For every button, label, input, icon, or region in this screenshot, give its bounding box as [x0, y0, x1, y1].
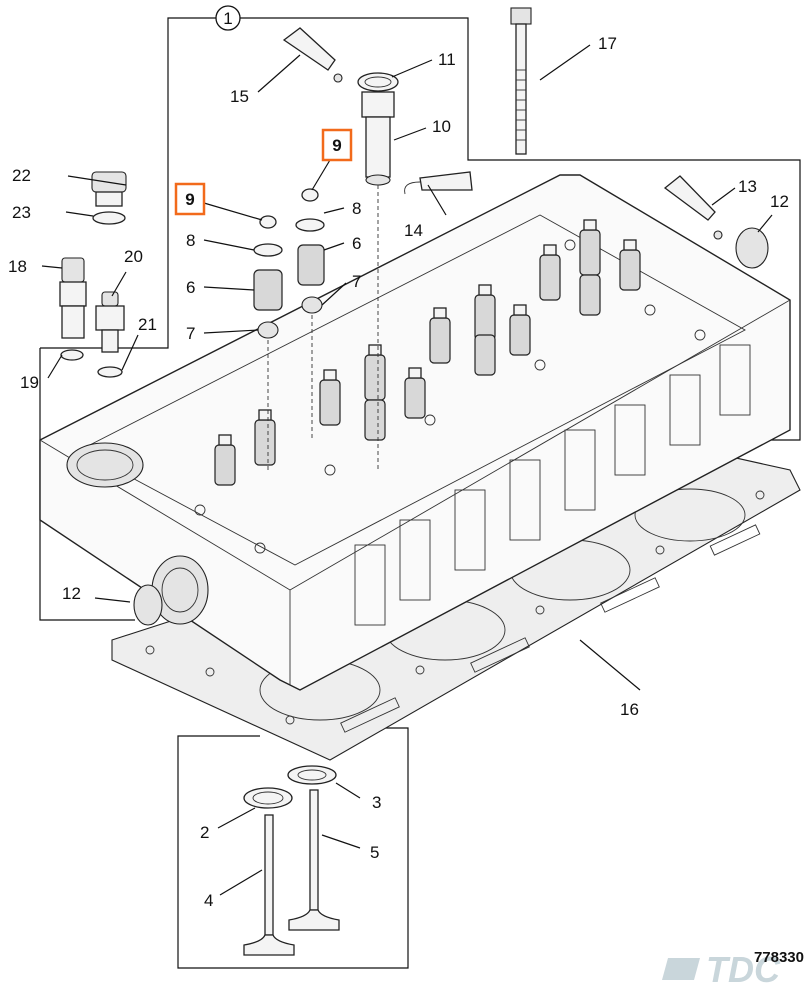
valve-seal-2 — [243, 787, 293, 809]
logo-mark-icon — [662, 958, 700, 980]
callout-6-left: 6 — [186, 278, 195, 297]
callout-21: 21 — [138, 315, 157, 334]
head-valve-springs — [214, 219, 641, 486]
callout-12-left: 12 — [62, 584, 81, 603]
callout-15: 15 — [230, 87, 249, 106]
core-plug-right — [735, 227, 769, 269]
callout-19: 19 — [20, 373, 39, 392]
callout-13: 13 — [738, 177, 757, 196]
sensor-18 — [59, 257, 87, 361]
callout-16: 16 — [620, 700, 639, 719]
core-plug-left — [133, 584, 163, 626]
callout-12-right: 12 — [770, 192, 789, 211]
sealant-tube-15 — [282, 27, 343, 83]
callout-3: 3 — [372, 793, 381, 812]
highlight-box-9b — [174, 182, 206, 216]
callout-1: 1 — [223, 9, 232, 28]
callout-18: 18 — [8, 257, 27, 276]
reference-circle-1 — [215, 5, 241, 31]
drawing-number: 778330 — [754, 949, 804, 966]
callout-8-right: 8 — [352, 199, 361, 218]
valve-5 — [288, 789, 340, 931]
plug-22 — [91, 171, 127, 225]
cylinder-head — [39, 174, 791, 691]
callout-10: 10 — [432, 117, 451, 136]
callout-9-left: 9 — [185, 190, 194, 209]
leader-lines — [41, 44, 773, 896]
callout-7-left: 7 — [186, 324, 195, 343]
callout-23: 23 — [12, 203, 31, 222]
callout-17: 17 — [598, 34, 617, 53]
valve-seal-3 — [287, 765, 337, 785]
callout-6-right: 6 — [352, 234, 361, 253]
valve-4 — [243, 814, 295, 956]
valve-train-parts — [253, 188, 325, 470]
sealant-tube-14 — [404, 171, 473, 195]
callout-11: 11 — [438, 50, 456, 69]
tdc-logo: TDC — [662, 949, 781, 990]
callout-14: 14 — [404, 221, 423, 240]
callout-20: 20 — [124, 247, 143, 266]
sender-20 — [95, 291, 125, 378]
callout-22: 22 — [12, 166, 31, 185]
highlight-box-9a — [321, 128, 353, 162]
injector-sleeve — [357, 72, 399, 470]
sealant-tube-13 — [663, 175, 723, 240]
group-outline-valves — [177, 727, 409, 969]
logo-text: TDC — [706, 949, 781, 990]
head-bolt — [510, 7, 532, 155]
callout-5: 5 — [370, 843, 379, 862]
callout-labels: 1 2 3 4 5 6 6 7 7 8 8 9 9 10 11 12 12 13… — [8, 9, 789, 910]
callout-2: 2 — [200, 823, 209, 842]
callout-4: 4 — [204, 891, 213, 910]
callout-7-right: 7 — [352, 272, 361, 291]
callout-8-left: 8 — [186, 231, 195, 250]
callout-9-upper: 9 — [332, 136, 341, 155]
